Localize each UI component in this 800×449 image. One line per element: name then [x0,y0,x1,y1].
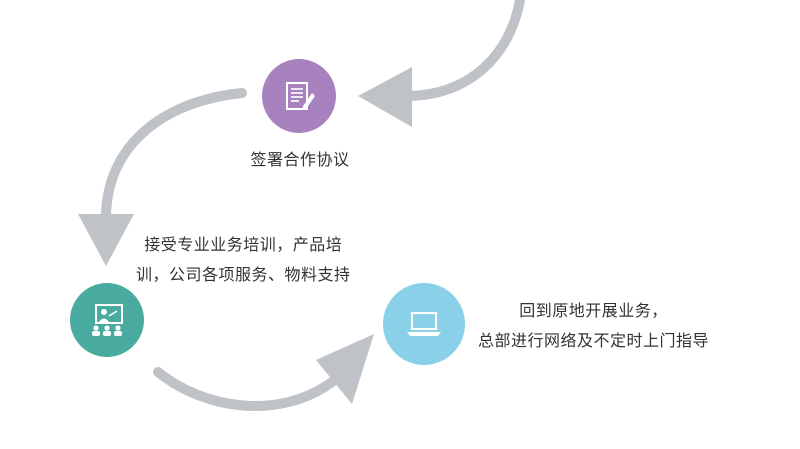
arrow-top-curve [403,0,525,101]
arrow-left-curve [101,88,247,220]
step-sign-label: 签署合作协议 [242,145,358,175]
step-local-line-1: 回到原地开展业务， [519,301,668,320]
arrow-left-head [78,214,134,266]
step-sign-line-1: 签署合作协议 [250,150,350,169]
arrow-bottom-curve [153,367,337,411]
step-local-label: 回到原地开展业务， 总部进行网络及不定时上门指导 [478,296,709,356]
step-train-line-1: 接受专业业务培训，产品培 [144,235,343,254]
step-train-label: 接受专业业务培训，产品培 训，公司各项服务、物料支持 [136,230,351,290]
step-local-circle [383,283,465,365]
document-pen-icon [286,82,315,110]
step-local-line-2: 总部进行网络及不定时上门指导 [478,331,710,350]
laptop-icon [407,312,441,336]
presentation-audience-icon [92,304,123,336]
step-train-circle [70,283,144,357]
step-train-line-2: 训，公司各项服务、物料支持 [136,265,351,284]
step-sign-circle [262,59,336,133]
arrow-bottom-head [316,334,374,404]
arrow-top-head [358,67,412,127]
